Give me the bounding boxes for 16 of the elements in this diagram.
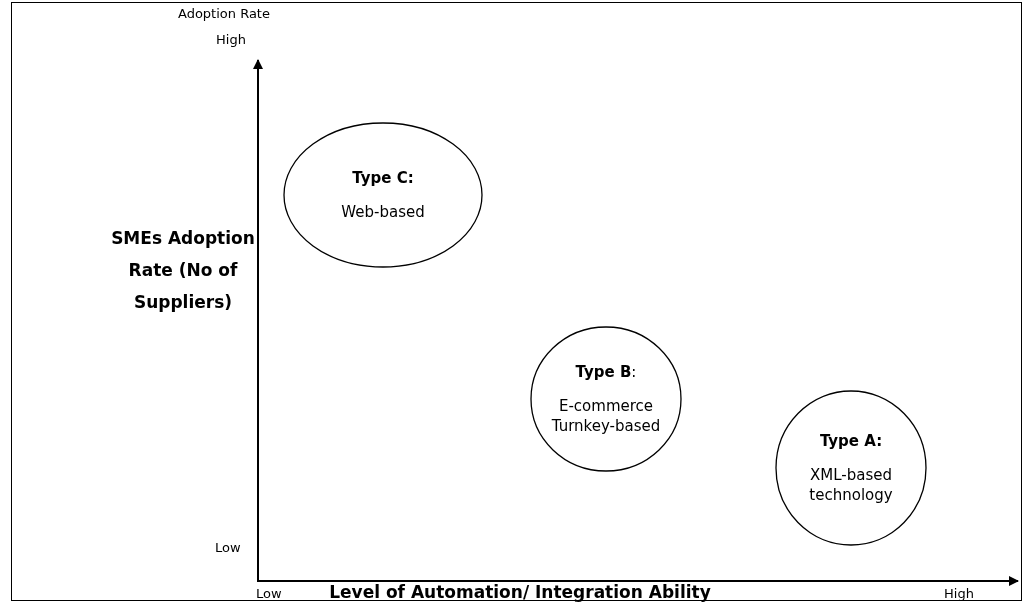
type-heading: Type C: xyxy=(352,167,414,188)
axis-tick-label: Low xyxy=(256,586,282,601)
ellipse-node xyxy=(775,390,927,546)
ellipse-node xyxy=(530,326,682,472)
x-axis-label: Level of Automation/ Integration Ability xyxy=(328,582,712,602)
axis-tick-label: Low xyxy=(215,540,241,555)
y-axis-title: Adoption Rate xyxy=(178,6,270,21)
axis-tick-label: High xyxy=(944,586,974,601)
ellipse-node xyxy=(283,122,483,268)
axis-tick-label: High xyxy=(216,32,246,47)
type-description: XML-based technology xyxy=(808,464,894,506)
y-axis-label: SMEs Adoption Rate (No of Suppliers) xyxy=(110,227,256,314)
type-heading: Type A: xyxy=(819,430,883,451)
type-heading: Type B: xyxy=(575,361,637,382)
type-description: Web-based xyxy=(341,202,425,223)
type-description: E-commerce Turnkey-based xyxy=(550,395,662,437)
